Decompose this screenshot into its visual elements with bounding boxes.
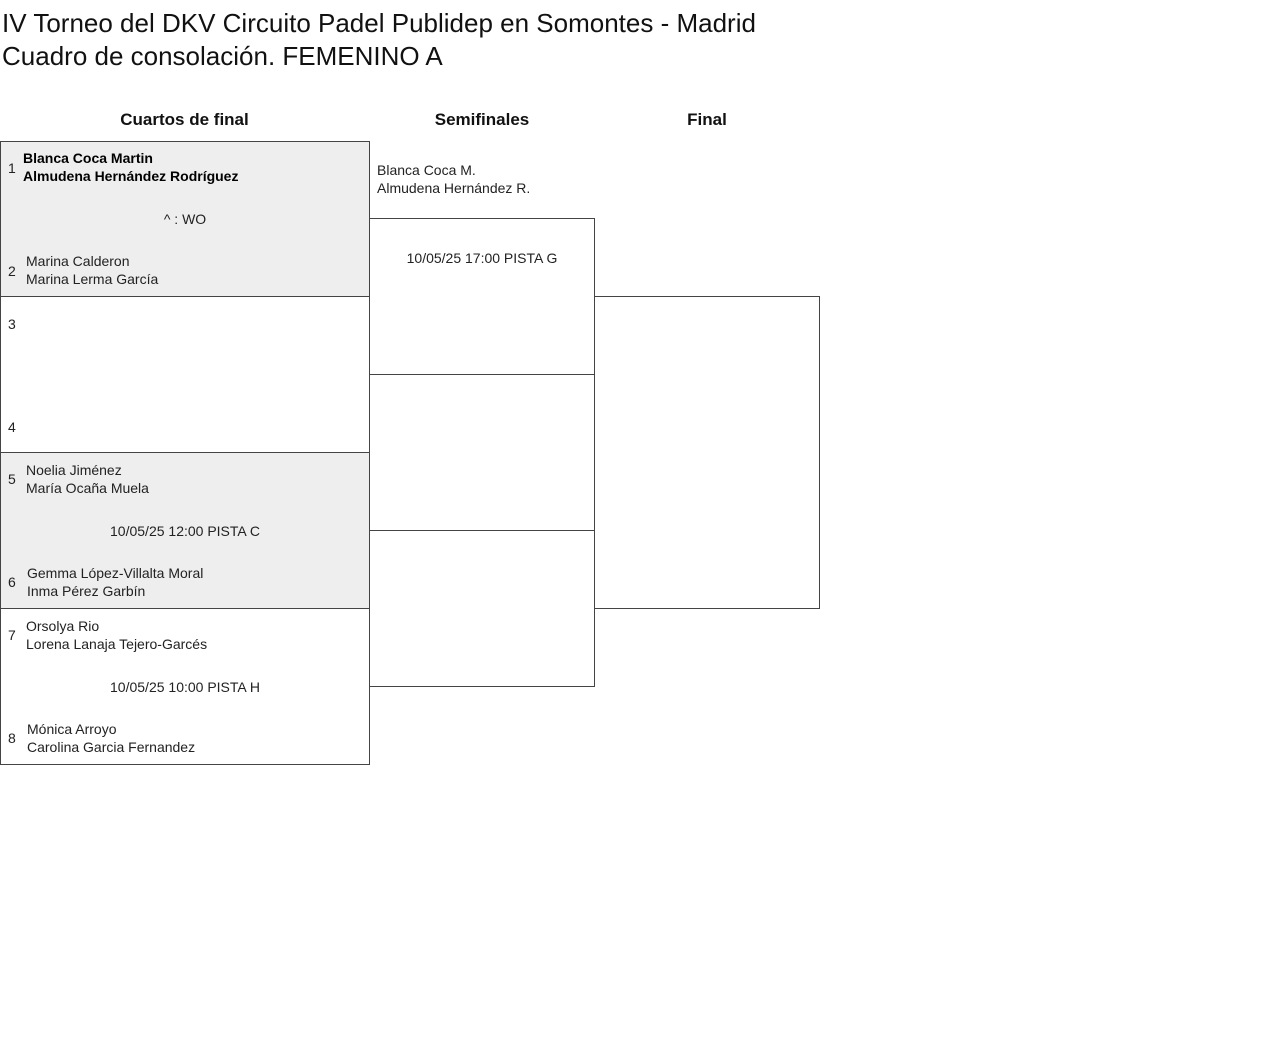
seed: 6 — [8, 574, 16, 590]
team-name: María Ocaña Muela — [26, 480, 149, 496]
qf-match-4[interactable]: 7 Orsolya Rio Lorena Lanaja Tejero-Garcé… — [0, 608, 370, 765]
qf-match-2[interactable]: 3 4 — [0, 296, 370, 453]
seed: 8 — [8, 730, 16, 746]
seed: 2 — [8, 263, 16, 279]
qf-match-1[interactable]: 1 Blanca Coca Martin Almudena Hernández … — [0, 141, 370, 297]
team-name: Marina Calderon — [26, 253, 130, 269]
seed: 4 — [8, 419, 16, 435]
final-match[interactable] — [594, 296, 820, 609]
match-info: 10/05/25 17:00 PISTA G — [406, 250, 558, 266]
seed: 7 — [8, 627, 16, 643]
seed: 5 — [8, 471, 16, 487]
team-name: Noelia Jiménez — [26, 462, 122, 478]
page-title: IV Torneo del DKV Circuito Padel Publide… — [2, 8, 756, 38]
sf-team-name: Almudena Hernández R. — [377, 180, 531, 196]
sf-match-2[interactable] — [369, 530, 595, 687]
match-info: 10/05/25 12:00 PISTA C — [110, 523, 260, 539]
round-header-quarterfinals: Cuartos de final — [120, 110, 249, 129]
page-subtitle: Cuadro de consolación. FEMENINO A — [2, 41, 443, 71]
seed: 1 — [8, 160, 16, 176]
team-name: Blanca Coca Martin — [23, 150, 153, 166]
team-name: Orsolya Rio — [26, 618, 100, 634]
match-info: 10/05/25 10:00 PISTA H — [110, 679, 260, 695]
team-name: Carolina Garcia Fernandez — [27, 739, 196, 755]
team-name: Gemma López-Villalta Moral — [27, 565, 204, 581]
team-name: Lorena Lanaja Tejero-Garcés — [26, 636, 208, 652]
team-name: Almudena Hernández Rodríguez — [23, 168, 239, 184]
seed: 3 — [8, 316, 16, 332]
team-name: Inma Pérez Garbín — [27, 583, 146, 599]
team-name: Mónica Arroyo — [27, 721, 117, 737]
sf-match-1[interactable]: 10/05/25 17:00 PISTA G — [369, 218, 595, 375]
match-info: ^ : WO — [163, 211, 207, 227]
sf-team-name: Blanca Coca M. — [377, 162, 476, 178]
round-header-semifinals: Semifinales — [434, 110, 530, 129]
round-header-final: Final — [687, 110, 727, 129]
team-name: Marina Lerma García — [26, 271, 159, 287]
qf-match-3[interactable]: 5 Noelia Jiménez María Ocaña Muela 10/05… — [0, 452, 370, 609]
